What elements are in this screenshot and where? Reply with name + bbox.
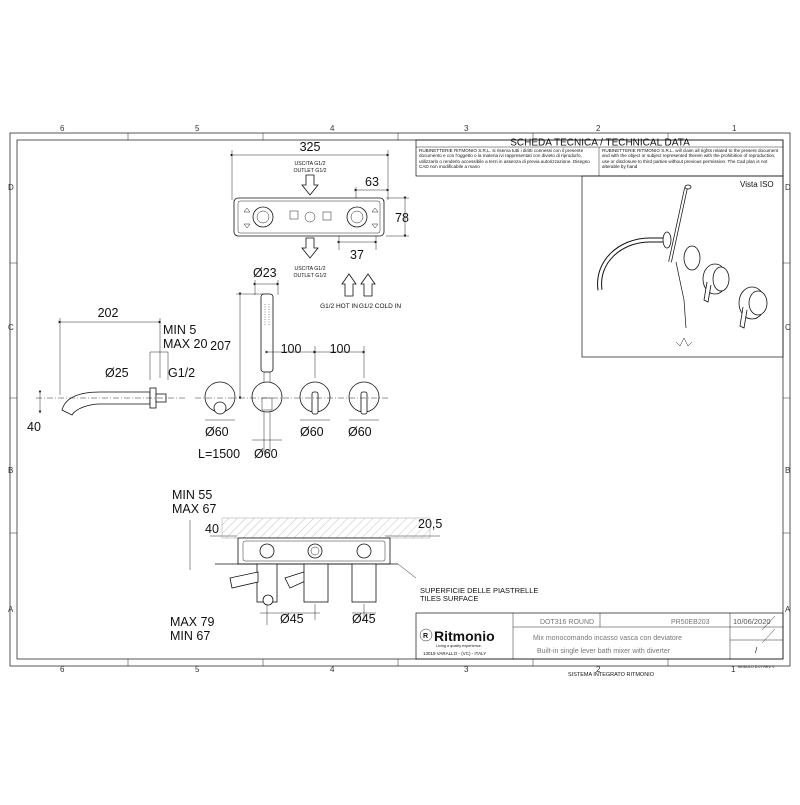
description-en: Built-in single lever bath mixer with di… <box>537 648 671 655</box>
dim-bottom-max: MAX 79 <box>170 615 215 629</box>
brand-logo: Ritmonio <box>434 628 495 644</box>
dim-spacing-100-b: 100 <box>330 342 351 356</box>
dim-spout-min: MIN 5 <box>163 323 196 337</box>
dim-spout-length-202: 202 <box>98 306 119 320</box>
grid-row-label: C <box>785 323 791 332</box>
drawing-date: 10/06/2020 <box>733 617 771 626</box>
brand-address: 13019 VARALLO - (VC) - ITALY <box>423 651 486 656</box>
drawing-frame <box>9 132 791 667</box>
iso-view: Vista ISO <box>581 175 784 358</box>
iso-view-label: Vista ISO <box>740 180 774 189</box>
grid-col-label: 2 <box>596 665 601 674</box>
grid-col-label: 1 <box>732 124 737 133</box>
module-label: MODULO D.07 REV. 0 <box>738 665 774 669</box>
technical-data-title: SCHEDA TECNICA / TECHNICAL DATA <box>510 138 690 149</box>
brand-tagline: Living a quality experience. <box>436 644 482 648</box>
dim-rosette-diameter-1: Ø60 <box>205 425 229 439</box>
grid-row-label: A <box>8 605 14 614</box>
dim-bottom-min: MIN 67 <box>170 629 210 643</box>
grid-col-label: 6 <box>60 665 65 674</box>
grid-row-label: A <box>785 605 791 614</box>
dim-inlet-spacing-37: 37 <box>350 248 364 262</box>
grid-row-label: D <box>8 183 14 192</box>
dim-offset-40: 40 <box>205 522 219 536</box>
dim-spout-height-40: 40 <box>27 420 41 434</box>
grid-row-label: B <box>785 466 790 475</box>
outlet-top-label-en: OUTLET G1/2 <box>293 168 326 174</box>
dim-spout-max: MAX 20 <box>163 337 208 351</box>
grid-col-label: 5 <box>195 665 200 674</box>
revision: / <box>755 646 758 655</box>
hot-inlet-label: G1/2 HOT IN <box>320 303 358 310</box>
grid-col-label: 4 <box>330 665 335 674</box>
tiles-surface-label-en: TILES SURFACE <box>420 594 478 603</box>
technical-data-header: SCHEDA TECNICA / TECHNICAL DATA RUBINETT… <box>415 138 784 177</box>
dim-height-78: 78 <box>395 211 409 225</box>
outlet-top-label-it: USCITA G1/2 <box>294 161 325 167</box>
dim-hand-shower-diameter: Ø23 <box>253 266 277 280</box>
grid-col-label: 3 <box>464 665 469 674</box>
section-view: MIN 55 MAX 67 40 20,5 SUPERFICIE DELLE P… <box>170 488 538 643</box>
grid-col-label: 5 <box>195 124 200 133</box>
dim-depth-max: MAX 67 <box>172 502 217 516</box>
title-block: R Ritmonio Living a quality experience. … <box>415 612 784 660</box>
rights-notice-it: RUBINETTERIE RITMONIO S.R.L. si riserva … <box>419 148 590 170</box>
grid-row-label: D <box>785 183 791 192</box>
dim-spout-thread: G1/2 <box>168 366 195 380</box>
grid-col-label: 4 <box>330 124 335 133</box>
front-view: Ø23 207 100 100 Ø60 Ø60 Ø60 L=1500 Ø60 <box>195 266 390 461</box>
grid-row-label: B <box>8 466 13 475</box>
top-view: 325 USCITA G1/2 OUTLET G1/2 63 78 USCITA… <box>230 140 409 310</box>
dim-knob-diameter-1: Ø45 <box>280 612 304 626</box>
hose-length-label: L=1500 <box>198 447 240 461</box>
grid-row-label: C <box>8 323 14 332</box>
dim-spacing-63: 63 <box>365 175 379 189</box>
dim-rosette-diameter-2: Ø60 <box>300 425 324 439</box>
dim-rosette-diameter-3: Ø60 <box>348 425 372 439</box>
dim-knob-diameter-2: Ø45 <box>352 612 376 626</box>
spout-side-view: 202 MIN 5 MAX 20 Ø25 G1/2 40 <box>27 306 208 434</box>
grid-col-label: 1 <box>731 665 736 674</box>
rights-notice-en: RUBINETTERIE RITMONIO S.R.L. will claim … <box>602 148 779 170</box>
grid-labels: 6 5 4 3 2 1 6 5 4 3 2 1 D C B A D C B A <box>8 124 791 674</box>
product-code: PR50EB203 <box>671 619 710 626</box>
dim-spacing-100-a: 100 <box>281 342 302 356</box>
outlet-bottom-label-en: OUTLET G1/2 <box>293 273 326 279</box>
dim-spout-diameter: Ø25 <box>105 366 129 380</box>
dim-rosette-diameter-4: Ø60 <box>254 447 278 461</box>
dim-width-325: 325 <box>300 140 321 154</box>
outlet-bottom-label-it: USCITA G1/2 <box>294 266 325 272</box>
svg-text:R: R <box>423 633 428 640</box>
tiles-surface-label-it: SUPERFICIE DELLE PIASTRELLE <box>420 586 538 595</box>
dim-hand-shower-height-207: 207 <box>210 339 231 353</box>
grid-col-label: 6 <box>60 124 65 133</box>
system-label: SISTEMA INTEGRATO RITMONIO <box>568 672 655 678</box>
description-it: Mix monocomando incasso vasca con deviat… <box>533 635 682 642</box>
dim-depth-min: MIN 55 <box>172 488 212 502</box>
series-name: DOT316 ROUND <box>540 619 594 626</box>
grid-col-label: 2 <box>596 124 601 133</box>
cold-inlet-label: G1/2 COLD IN <box>359 303 402 310</box>
grid-col-label: 3 <box>464 124 469 133</box>
